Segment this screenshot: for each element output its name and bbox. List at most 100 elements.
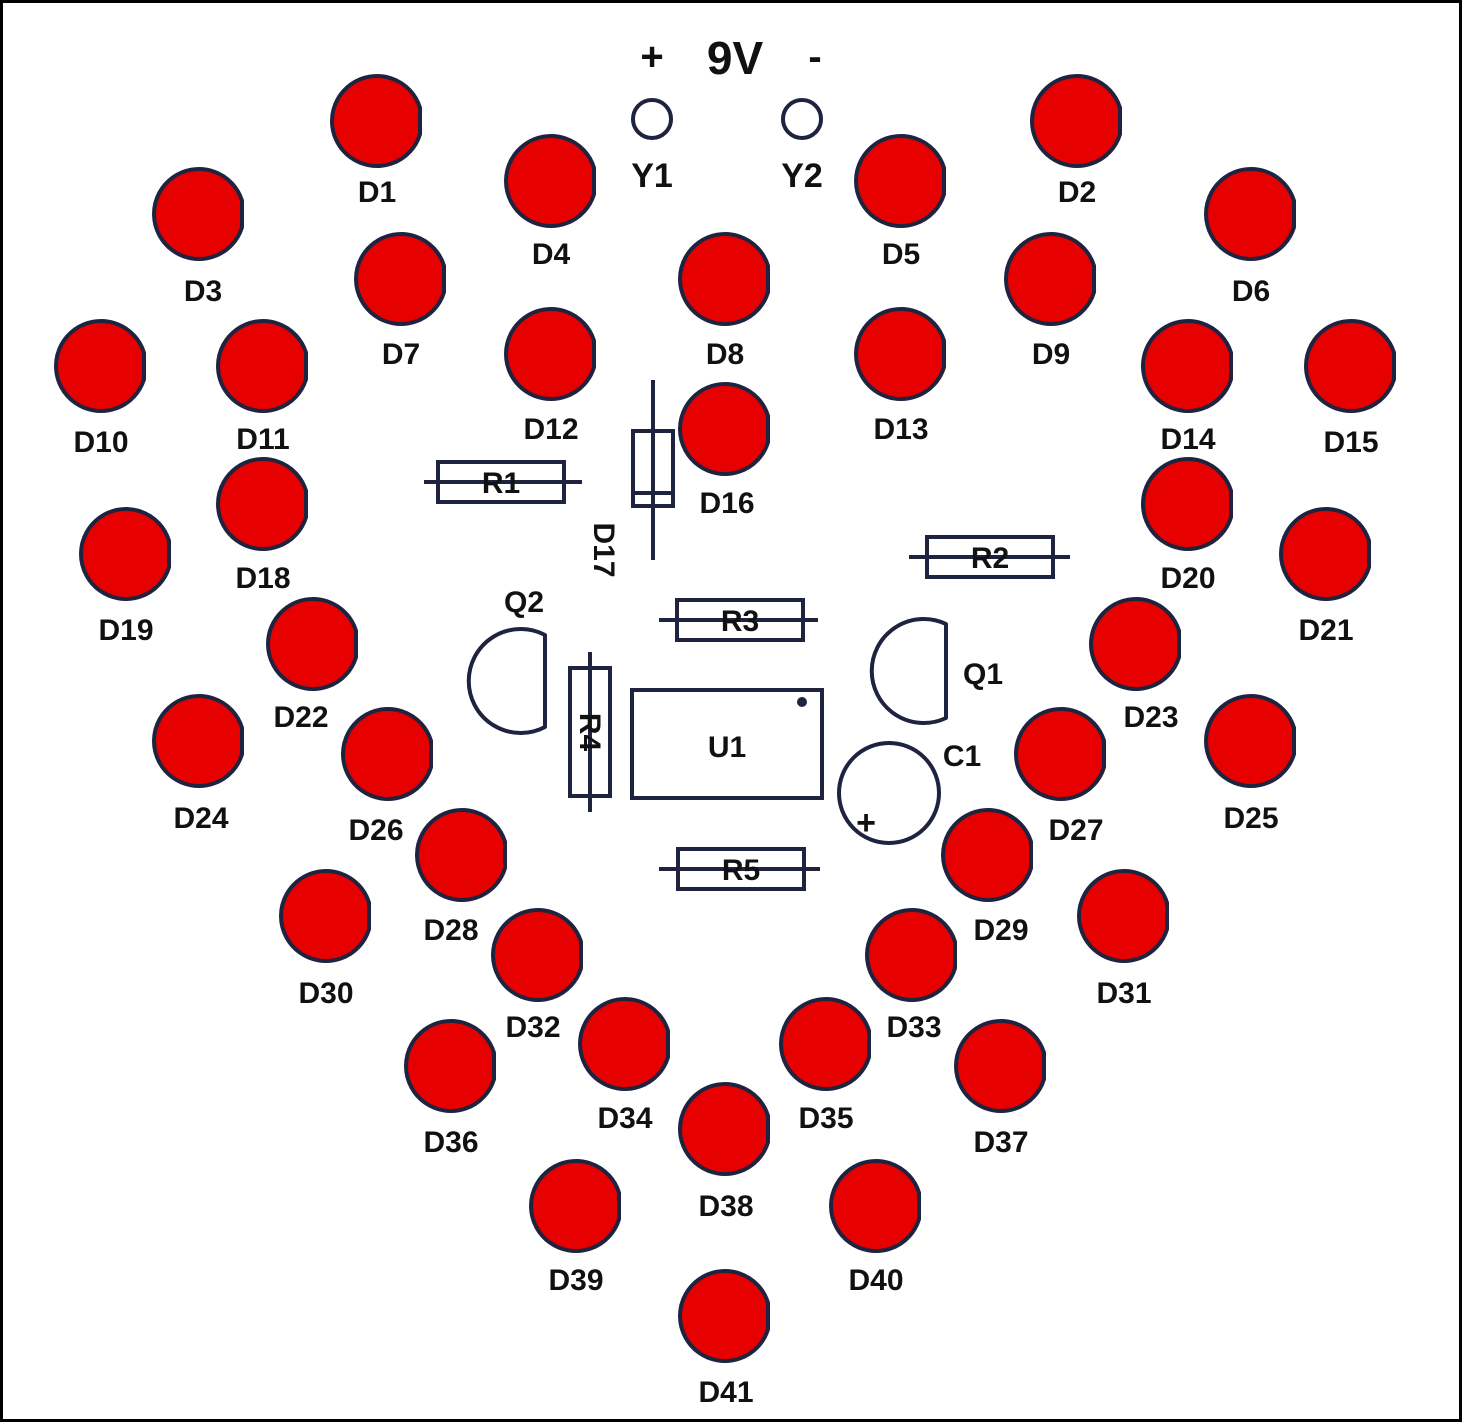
resistor-r4: R4 xyxy=(568,652,612,812)
led-d9-label: D9 xyxy=(1032,338,1070,371)
led-d22: D22 xyxy=(266,597,358,734)
led-d23-label: D23 xyxy=(1123,701,1178,734)
led-d12: D12 xyxy=(504,307,596,446)
led-d32: D32 xyxy=(491,908,583,1044)
led-d32-body xyxy=(491,908,583,1002)
led-d38: D38 xyxy=(678,1082,770,1223)
led-d33-body xyxy=(865,908,957,1002)
led-d1-body xyxy=(330,74,422,168)
led-d16-label: D16 xyxy=(699,487,754,520)
pad-y1-label: Y1 xyxy=(631,157,673,195)
led-d24-label: D24 xyxy=(173,802,228,835)
led-d39-label: D39 xyxy=(548,1264,603,1297)
led-d27-body xyxy=(1014,707,1106,801)
led-d22-label: D22 xyxy=(273,701,328,734)
led-d14-label: D14 xyxy=(1160,423,1215,456)
led-d14: D14 xyxy=(1141,319,1233,456)
led-d27-label: D27 xyxy=(1048,814,1103,847)
led-d8: D8 xyxy=(678,232,770,371)
led-d39: D39 xyxy=(529,1159,621,1297)
resistor-r5: R5 xyxy=(659,847,820,891)
led-d26-label: D26 xyxy=(348,814,403,847)
led-d7: D7 xyxy=(354,232,446,371)
led-d2-body xyxy=(1030,74,1122,168)
led-d25-body xyxy=(1204,694,1296,788)
led-d1: D1 xyxy=(330,74,422,209)
led-d20: D20 xyxy=(1141,457,1233,595)
led-d11-body xyxy=(216,319,308,413)
resistor-r3: R3 xyxy=(659,598,818,642)
led-d3: D3 xyxy=(152,167,244,308)
resistor-r2: R2 xyxy=(909,535,1070,579)
led-d28-label: D28 xyxy=(423,914,478,947)
capacitor-c1: + C1 xyxy=(837,740,981,845)
led-d33-label: D33 xyxy=(886,1011,941,1044)
led-d37-label: D37 xyxy=(973,1126,1028,1159)
pad-y2-label: Y2 xyxy=(781,157,823,195)
led-d2: D2 xyxy=(1030,74,1122,209)
led-d30: D30 xyxy=(279,869,371,1010)
ic-u1-label: U1 xyxy=(708,731,746,764)
led-d18-label: D18 xyxy=(235,562,290,595)
led-d29-label: D29 xyxy=(973,914,1028,947)
led-d23: D23 xyxy=(1089,597,1181,734)
power-plus-label: + xyxy=(640,35,663,79)
led-d11-label: D11 xyxy=(236,423,289,456)
led-d5-body xyxy=(854,134,946,228)
pad-y1 xyxy=(631,98,673,140)
diode-d17-label: D17 xyxy=(587,522,620,577)
led-d36-body xyxy=(404,1019,496,1113)
led-d37: D37 xyxy=(954,1019,1046,1159)
led-d11: D11 xyxy=(216,319,308,456)
led-d13: D13 xyxy=(854,307,946,446)
led-d22-body xyxy=(266,597,358,691)
resistor-r1: R1 xyxy=(424,460,582,504)
resistor-r3-label: R3 xyxy=(721,605,759,638)
led-d21-label: D21 xyxy=(1298,614,1353,647)
led-d35-body xyxy=(779,997,871,1091)
led-d19-label: D19 xyxy=(98,614,153,647)
led-d25-label: D25 xyxy=(1223,802,1278,835)
led-d30-label: D30 xyxy=(298,977,353,1010)
led-d40-body xyxy=(829,1159,921,1253)
led-d38-body xyxy=(678,1082,770,1176)
led-d20-label: D20 xyxy=(1160,562,1215,595)
led-d36: D36 xyxy=(404,1019,496,1159)
capacitor-c1-label: C1 xyxy=(943,740,981,773)
led-d6-label: D6 xyxy=(1232,275,1270,308)
diode-d17: D17 xyxy=(587,380,675,578)
transistor-q1: Q1 xyxy=(869,617,1003,725)
led-d10-body xyxy=(54,319,146,413)
led-d37-body xyxy=(954,1019,1046,1113)
transistor-q1-label: Q1 xyxy=(963,658,1003,691)
led-d7-body xyxy=(354,232,446,326)
led-d12-body xyxy=(504,307,596,401)
power-voltage-label: 9V xyxy=(707,32,764,84)
led-d6-body xyxy=(1204,167,1296,261)
led-d31-label: D31 xyxy=(1096,977,1151,1010)
resistor-r5-label: R5 xyxy=(722,854,760,887)
led-d9: D9 xyxy=(1004,232,1096,371)
led-d18: D18 xyxy=(216,457,308,595)
led-d1-label: D1 xyxy=(358,176,396,209)
led-d19: D19 xyxy=(79,507,171,647)
led-d21: D21 xyxy=(1279,507,1371,647)
transistor-q2: Q2 xyxy=(466,586,547,735)
led-d32-label: D32 xyxy=(505,1011,560,1044)
led-d7-label: D7 xyxy=(382,338,420,371)
led-d28-body xyxy=(415,808,507,902)
led-d5-label: D5 xyxy=(882,238,920,271)
led-d34-label: D34 xyxy=(597,1102,652,1135)
led-d18-body xyxy=(216,457,308,551)
led-d36-label: D36 xyxy=(423,1126,478,1159)
led-d15: D15 xyxy=(1304,319,1396,459)
led-d31-body xyxy=(1077,869,1169,963)
led-d10: D10 xyxy=(54,319,146,459)
led-d30-body xyxy=(279,869,371,963)
led-d15-body xyxy=(1304,319,1396,413)
led-d26: D26 xyxy=(341,707,433,847)
led-d38-label: D38 xyxy=(698,1190,753,1223)
led-d40: D40 xyxy=(829,1159,921,1297)
